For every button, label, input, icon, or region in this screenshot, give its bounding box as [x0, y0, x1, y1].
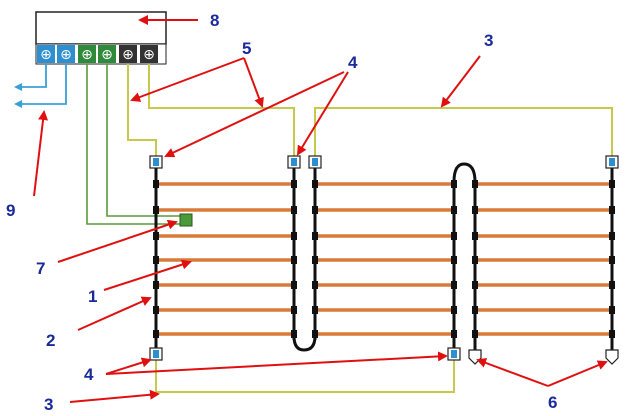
tire-contact [451, 281, 457, 289]
output-wires [14, 64, 67, 108]
connector-clips [149, 155, 619, 361]
terminal-screw-5: ⊕ [122, 47, 134, 63]
power-wire-top-jumper [314, 107, 613, 158]
tire-contact [472, 256, 478, 264]
end-cap-left [468, 349, 482, 365]
callout-number-4-bottom: 4 [84, 365, 94, 384]
callout-number-9: 9 [6, 201, 15, 220]
tire-contact [291, 306, 297, 314]
power-wire-middle-strip [148, 64, 295, 158]
tire-contact [472, 306, 478, 314]
sensor-wires [86, 64, 186, 225]
callout-arrows [33, 15, 608, 403]
tire-contact [451, 330, 457, 338]
tire-contact [291, 180, 297, 188]
tire-contact [609, 281, 615, 289]
thermostat-box [35, 11, 167, 45]
tire-contact [312, 281, 318, 289]
tire-contact [451, 206, 457, 214]
power-wires [127, 64, 613, 393]
tire-contact [609, 306, 615, 314]
terminal-block: ⊕ ⊕ ⊕ ⊕ ⊕ ⊕ [35, 43, 167, 65]
tire-contact [153, 232, 159, 240]
tire-contact [451, 306, 457, 314]
tire-contact [312, 180, 318, 188]
tire-contact [291, 281, 297, 289]
power-wire-left-strip [127, 64, 157, 158]
callout-number-6: 6 [548, 393, 557, 412]
terminal-green-2 [98, 45, 116, 63]
terminal-screw-4: ⊕ [101, 47, 113, 63]
tire-contact [291, 256, 297, 264]
terminal-screw-6: ⊕ [143, 47, 155, 63]
tire-contact [451, 256, 457, 264]
terminal-green-1 [78, 45, 96, 63]
tire-contact [312, 306, 318, 314]
tire-contact [153, 306, 159, 314]
tire-contact [153, 330, 159, 338]
terminal-blue-2 [57, 45, 75, 63]
tire-contact [291, 330, 297, 338]
callout-number-2: 2 [46, 331, 55, 350]
tire-contact [291, 206, 297, 214]
terminal-blue-1 [37, 45, 55, 63]
tire-contact [609, 206, 615, 214]
temperature-sensor [179, 213, 193, 227]
callout-number-8: 8 [210, 11, 219, 30]
tire-contact [312, 256, 318, 264]
callout-number-3-bottom: 3 [44, 395, 53, 414]
tire-contact [451, 180, 457, 188]
callout-number-3-top: 3 [484, 31, 493, 50]
tire-contact [312, 206, 318, 214]
tire-contact [291, 232, 297, 240]
terminal-dark-2 [140, 45, 158, 63]
tire-contact [609, 180, 615, 188]
callout-number-7: 7 [36, 259, 45, 278]
tire-contact [609, 232, 615, 240]
callout-number-4-top: 4 [348, 53, 358, 72]
tire-contact [609, 330, 615, 338]
tire-contact [153, 206, 159, 214]
tire-contact [451, 232, 457, 240]
end-cap-right [605, 349, 619, 365]
terminal-screw-1: ⊕ [40, 47, 52, 63]
callout-number-1: 1 [88, 287, 97, 306]
tire-contact [609, 256, 615, 264]
tire-contact [153, 180, 159, 188]
terminal-screw-2: ⊕ [60, 47, 72, 63]
tire-contact [472, 206, 478, 214]
tire-contact [472, 232, 478, 240]
terminal-screw-3: ⊕ [81, 47, 93, 63]
tire-contact [153, 256, 159, 264]
heating-strips [153, 180, 615, 338]
end-insulation-caps [468, 349, 619, 365]
tire-contact [472, 180, 478, 188]
power-wire-bottom-jumper [155, 358, 455, 393]
tire-contact [472, 330, 478, 338]
bus-tires [154, 162, 614, 352]
terminal-dark-1 [119, 45, 137, 63]
tire-contact [312, 232, 318, 240]
tire-contact [153, 281, 159, 289]
tire-contact [472, 281, 478, 289]
callout-number-5: 5 [242, 39, 251, 58]
tire-contact [312, 330, 318, 338]
